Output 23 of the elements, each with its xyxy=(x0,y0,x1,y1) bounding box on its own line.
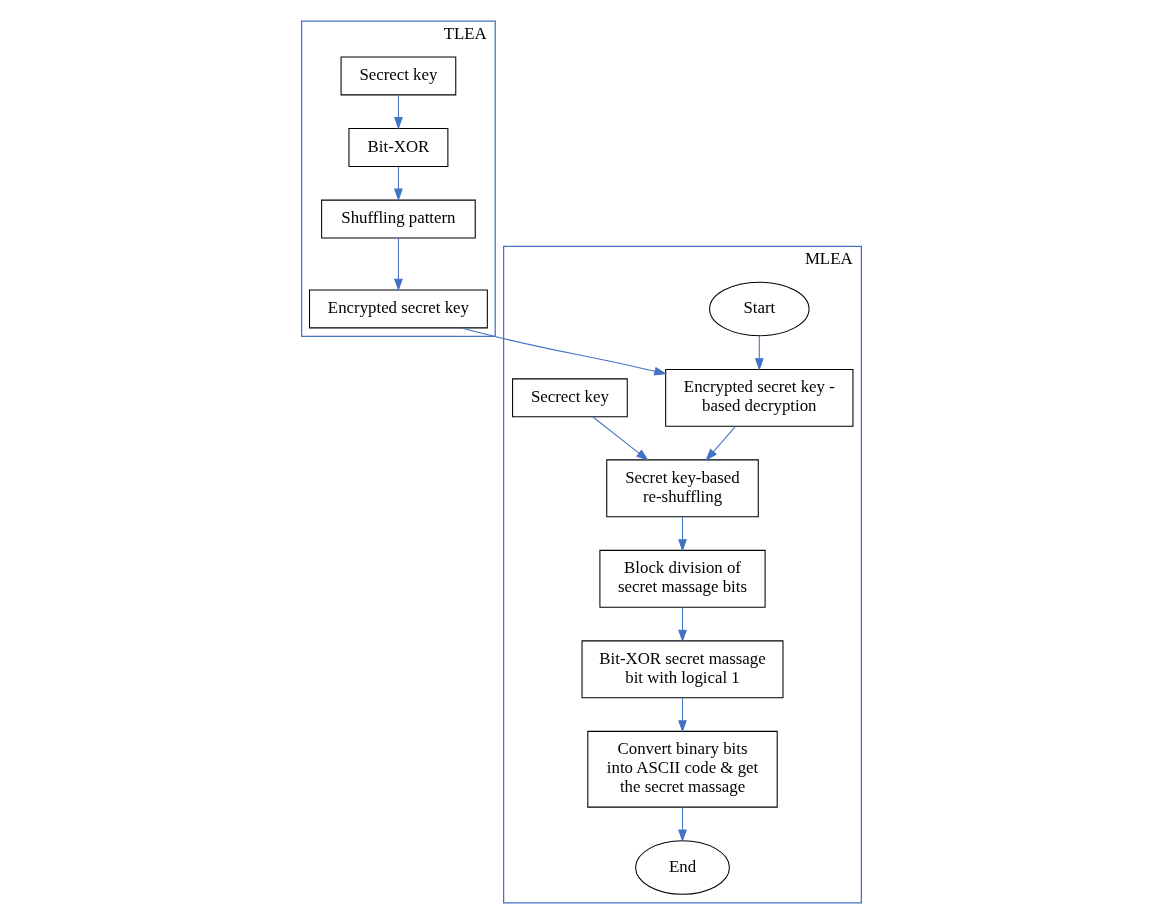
node-box: Encrypted secret key xyxy=(308,289,488,329)
arrow xyxy=(754,335,764,371)
node-box: Block division of secret massage bits xyxy=(598,549,766,608)
arrow xyxy=(393,94,403,130)
arrow xyxy=(677,606,687,643)
node-box: Secret key-based re-shuffling xyxy=(605,459,759,518)
arrow xyxy=(591,416,649,461)
node-box: Secrect key xyxy=(340,56,456,96)
node-ellipse: Start xyxy=(708,281,810,337)
arrow xyxy=(677,697,687,733)
arrow xyxy=(393,237,403,292)
node-box: Secrect key xyxy=(511,378,628,418)
node-ellipse: End xyxy=(634,840,730,895)
node-box: Encrypted secret key - based decryption xyxy=(664,368,853,427)
node-box: Shuffling pattern xyxy=(320,199,476,239)
arrow xyxy=(460,327,667,376)
node-box: Convert binary bits into ASCII code & get the secret massage xyxy=(586,730,778,808)
arrow xyxy=(393,166,403,202)
arrow xyxy=(677,806,687,843)
arrow xyxy=(677,516,687,552)
arrow xyxy=(704,425,736,461)
node-box: Bit-XOR xyxy=(347,128,448,167)
node-box: Bit-XOR secret massage bit with logical 1 xyxy=(581,640,783,699)
